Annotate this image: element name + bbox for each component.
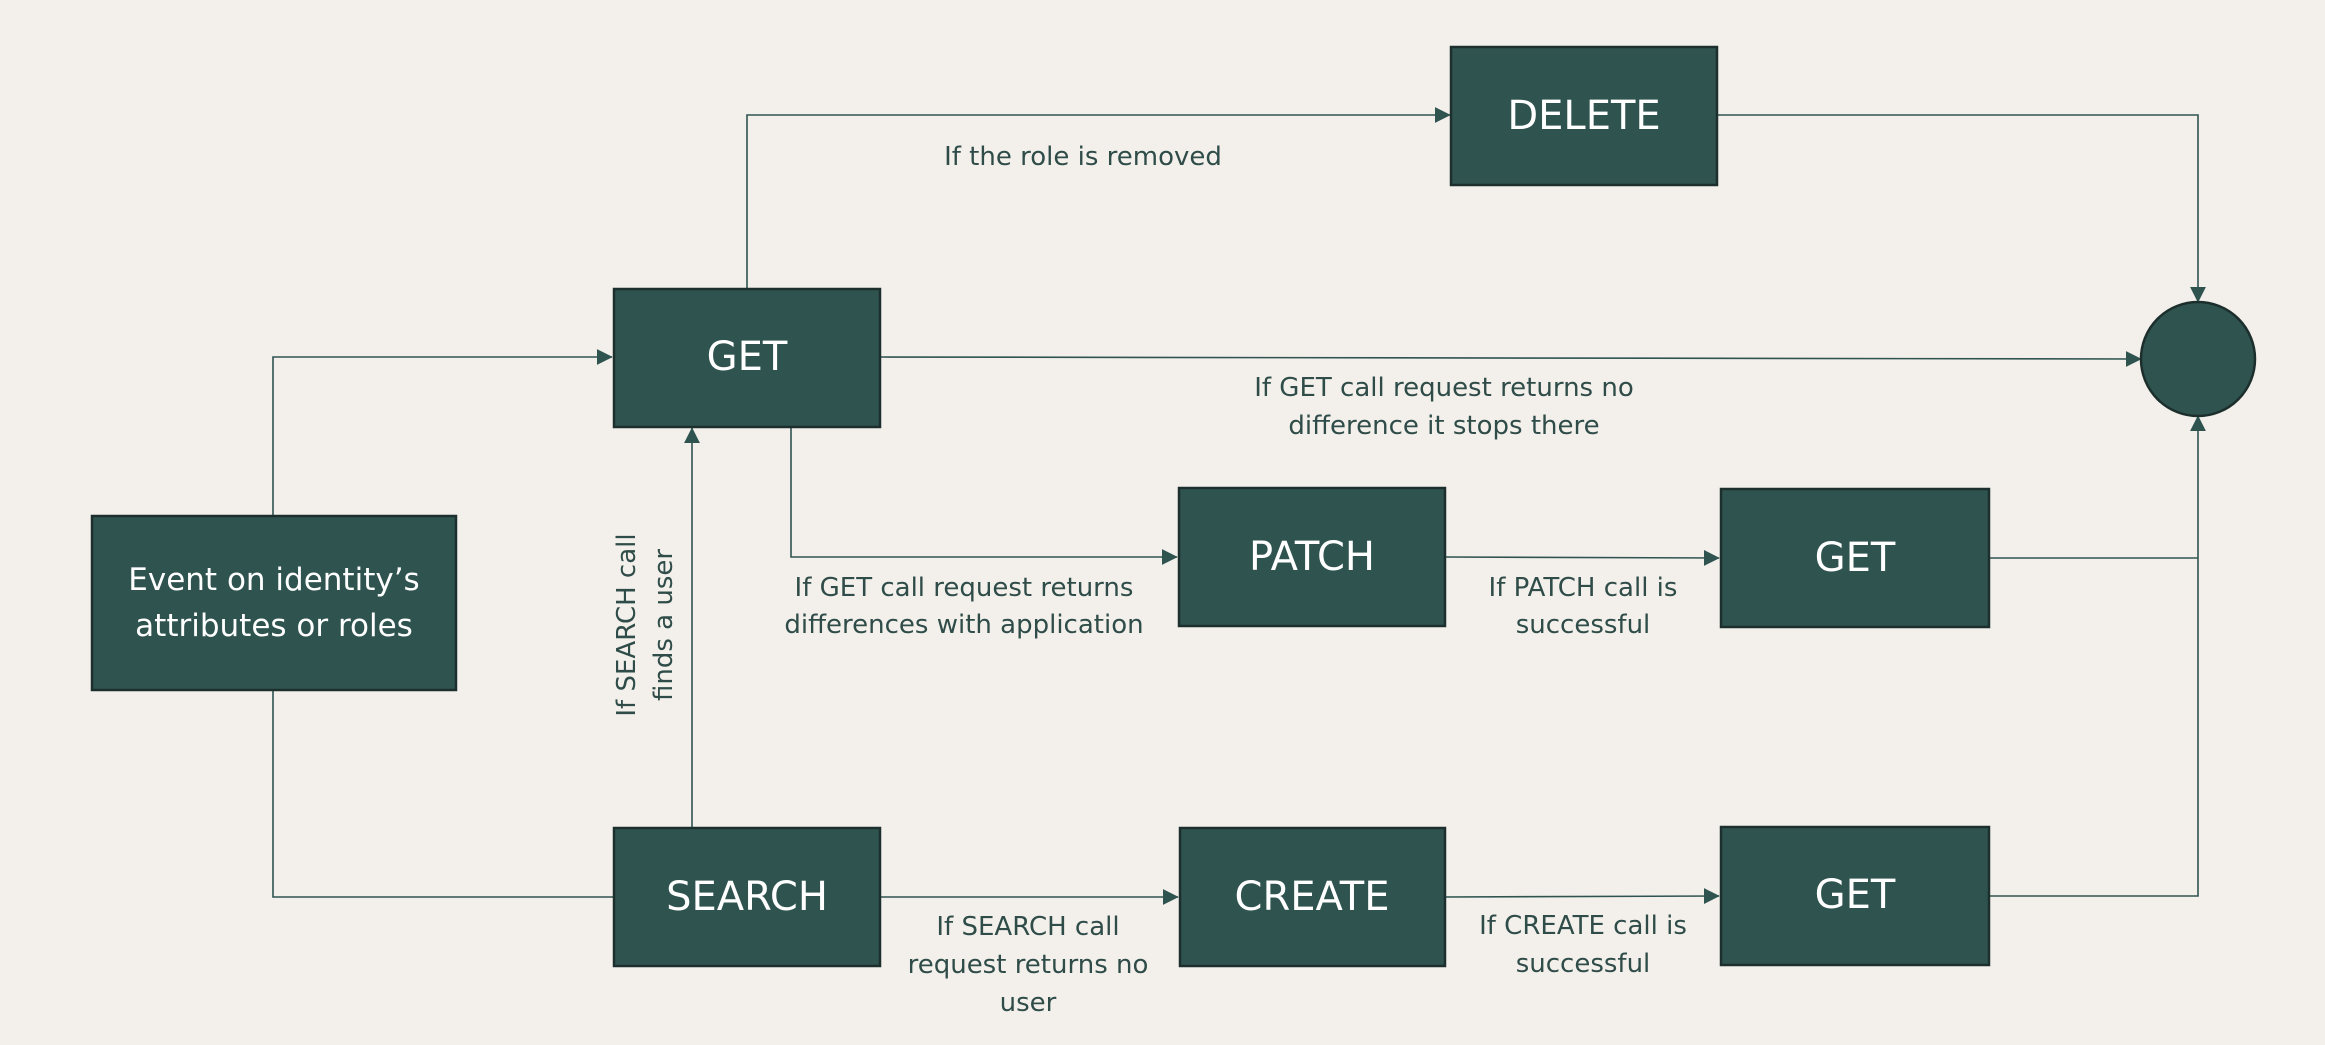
- node-get-after-patch-label: GET: [1815, 535, 1896, 581]
- label-search-finds-line2: finds a user: [649, 549, 679, 701]
- label-search-finds-line1: If SEARCH call: [612, 533, 642, 716]
- svg-text:difference it stops there: difference it stops there: [1288, 411, 1599, 441]
- node-search-label: SEARCH: [666, 874, 828, 920]
- label-search-no-user-line1: If SEARCH call: [936, 912, 1119, 942]
- svg-text:user: user: [1000, 988, 1057, 1018]
- node-get-after-create: GET: [1719, 825, 1991, 967]
- svg-text:finds a user: finds a user: [649, 549, 679, 701]
- node-delete-label: DELETE: [1507, 93, 1660, 139]
- edge-get-to-delete: [746, 107, 1451, 288]
- edge-event-to-get: [272, 349, 613, 515]
- label-create-success-line2: successful: [1516, 949, 1651, 979]
- label-no-difference-line2: difference it stops there: [1288, 411, 1599, 441]
- node-get-after-create-label: GET: [1815, 872, 1896, 918]
- node-event-line1: Event on identity’s: [128, 562, 419, 598]
- svg-text:If GET call request returns no: If GET call request returns no: [1254, 373, 1634, 403]
- edge-delete-to-end: [1716, 114, 2206, 303]
- node-get-main: GET: [612, 287, 882, 429]
- node-event: Event on identity’s attributes or roles: [90, 514, 458, 692]
- label-create-success-line1: If CREATE call is: [1479, 911, 1687, 941]
- node-get-after-patch: GET: [1719, 487, 1991, 629]
- label-search-no-user-line3: user: [1000, 988, 1057, 1018]
- node-patch-label: PATCH: [1249, 534, 1375, 580]
- svg-text:successful: successful: [1516, 949, 1651, 979]
- node-delete: DELETE: [1449, 45, 1719, 187]
- label-no-difference-line1: If GET call request returns no: [1254, 373, 1634, 403]
- svg-text:request returns no: request returns no: [908, 950, 1149, 980]
- svg-text:If the role is removed: If the role is removed: [944, 142, 1222, 172]
- label-differences-line2: differences with application: [784, 610, 1143, 640]
- svg-text:Event on identity’s: Event on identity’s: [128, 562, 419, 598]
- node-create-label: CREATE: [1235, 874, 1390, 920]
- svg-text:If CREATE call is: If CREATE call is: [1479, 911, 1687, 941]
- svg-text:If PATCH call is: If PATCH call is: [1489, 573, 1678, 603]
- edge-get-create-to-end: [1989, 415, 2206, 897]
- edge-patch-to-get: [1444, 549, 1720, 566]
- edge-event-to-search: [272, 690, 613, 898]
- node-end: [2139, 300, 2257, 418]
- svg-text:successful: successful: [1516, 610, 1651, 640]
- label-patch-success-line2: successful: [1516, 610, 1651, 640]
- node-search: SEARCH: [612, 826, 882, 968]
- edge-get-to-patch: [790, 427, 1178, 565]
- edge-create-to-get: [1444, 888, 1720, 905]
- svg-text:If SEARCH call: If SEARCH call: [936, 912, 1119, 942]
- svg-text:differences with application: differences with application: [784, 610, 1143, 640]
- node-get-main-label: GET: [707, 334, 788, 380]
- node-event-line2: attributes or roles: [135, 608, 413, 644]
- edges: [272, 107, 2206, 905]
- svg-text:If GET call request returns: If GET call request returns: [795, 573, 1134, 603]
- label-patch-success-line1: If PATCH call is: [1489, 573, 1678, 603]
- label-role-removed: If the role is removed: [944, 142, 1222, 172]
- edge-get-to-end: [880, 350, 2142, 367]
- node-create: CREATE: [1178, 826, 1447, 968]
- label-search-no-user-line2: request returns no: [908, 950, 1149, 980]
- svg-text:If SEARCH call: If SEARCH call: [612, 533, 642, 716]
- label-search-finds: If SEARCH call finds a user: [612, 533, 679, 716]
- label-differences-line1: If GET call request returns: [795, 573, 1134, 603]
- node-patch: PATCH: [1177, 486, 1447, 628]
- edge-labels: If the role is removed If GET call reque…: [612, 142, 1687, 1018]
- svg-text:attributes or roles: attributes or roles: [135, 608, 413, 644]
